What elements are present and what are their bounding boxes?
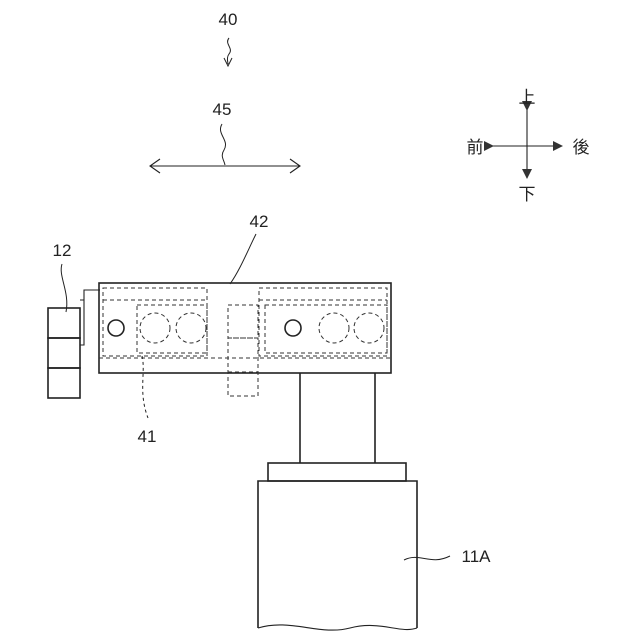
direction-compass: 上 下 前 後 <box>467 88 590 205</box>
direction-down-label: 下 <box>519 185 536 205</box>
fastener-block-middle <box>48 338 80 368</box>
base-break-line <box>258 625 417 630</box>
direction-front-label: 前 <box>467 138 484 158</box>
hidden-left-inner-housing <box>137 305 207 353</box>
hidden-circle-3 <box>319 313 349 343</box>
figure-ref-squiggle <box>227 38 230 64</box>
support-column <box>258 373 417 630</box>
hidden-center-pin-lower <box>228 338 258 396</box>
bracket-ref-leader <box>230 234 256 284</box>
hidden-parts-ref-label: 41 <box>138 427 157 446</box>
motion-ref-leader <box>220 124 225 165</box>
hidden-center-pin-upper <box>228 305 258 338</box>
fastener-connector <box>80 290 100 345</box>
fastener-block-bottom <box>48 368 80 398</box>
column-ref-leader <box>404 556 450 560</box>
bracket-ref-label: 42 <box>250 212 269 231</box>
fastener-ref-label: 12 <box>53 241 72 260</box>
fastener-block-top <box>48 308 80 338</box>
fastener-ref-leader <box>61 264 67 312</box>
mounting-hole-right <box>285 320 301 336</box>
hidden-circle-2 <box>176 313 206 343</box>
mounting-hole-left <box>108 320 124 336</box>
base-housing <box>258 481 417 628</box>
hidden-left-housing <box>103 288 207 356</box>
fastener-stack <box>48 290 100 398</box>
column-collar <box>268 463 406 481</box>
hidden-circle-1 <box>140 313 170 343</box>
hidden-circle-4 <box>354 313 384 343</box>
direction-back-label: 後 <box>573 138 590 158</box>
bracket-body <box>99 283 391 373</box>
column-ref-label: 11A <box>462 547 492 566</box>
motion-ref-label: 45 <box>213 100 232 119</box>
figure-ref-label: 40 <box>219 10 238 29</box>
direction-up-label: 上 <box>519 88 536 108</box>
hidden-parts-ref-leader <box>142 356 148 418</box>
hidden-right-inner-housing <box>265 305 387 353</box>
hidden-right-housing <box>259 288 387 356</box>
